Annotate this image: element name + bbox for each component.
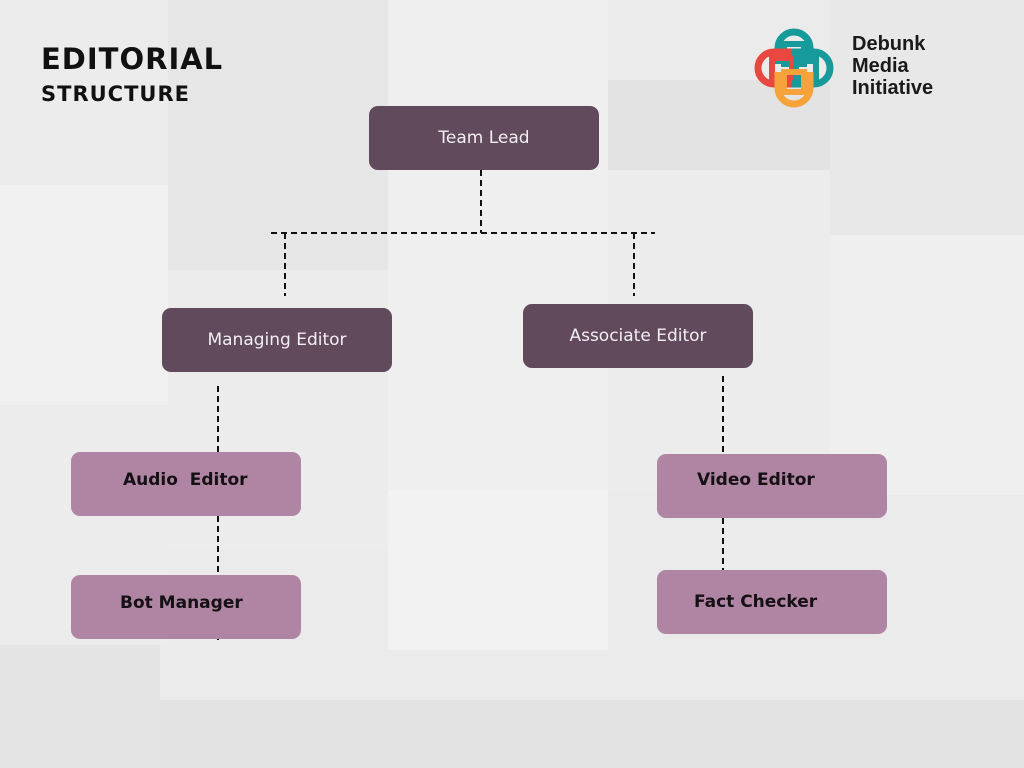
background-panel	[0, 645, 160, 768]
node-managing-editor: Managing Editor	[162, 308, 392, 372]
background-panel	[168, 0, 388, 270]
node-fact-checker: Fact Checker	[657, 570, 887, 634]
brand-line: Debunk	[852, 33, 926, 55]
node-label: Audio Editor	[123, 470, 248, 490]
node-associate-editor: Associate Editor	[523, 304, 753, 368]
background-panel	[830, 235, 1024, 495]
node-label: Video Editor	[697, 470, 815, 490]
background-panel	[830, 0, 1024, 235]
node-team-lead: Team Lead	[369, 106, 599, 170]
node-label: Associate Editor	[569, 326, 707, 346]
node-label: Bot Manager	[120, 593, 243, 613]
node-label: Team Lead	[438, 128, 530, 148]
debunk-logo-icon	[754, 28, 834, 108]
node-bot-manager: Bot Manager	[71, 575, 301, 639]
node-audio-editor: Audio Editor	[71, 452, 301, 516]
page-subtitle: STRUCTURE	[41, 82, 190, 106]
background-panel	[0, 0, 168, 185]
brand-line: Media	[852, 55, 909, 77]
page-title: EDITORIAL	[41, 42, 224, 76]
brand-name: Debunk Media Initiative	[852, 33, 933, 99]
background-panel	[388, 0, 608, 490]
node-label: Fact Checker	[694, 592, 818, 612]
brand-line: Initiative	[852, 77, 934, 99]
background-panel	[388, 490, 608, 650]
node-video-editor: Video Editor	[657, 454, 887, 518]
background-panel	[0, 185, 168, 405]
node-label: Managing Editor	[207, 330, 347, 350]
background-panel	[160, 700, 1024, 768]
